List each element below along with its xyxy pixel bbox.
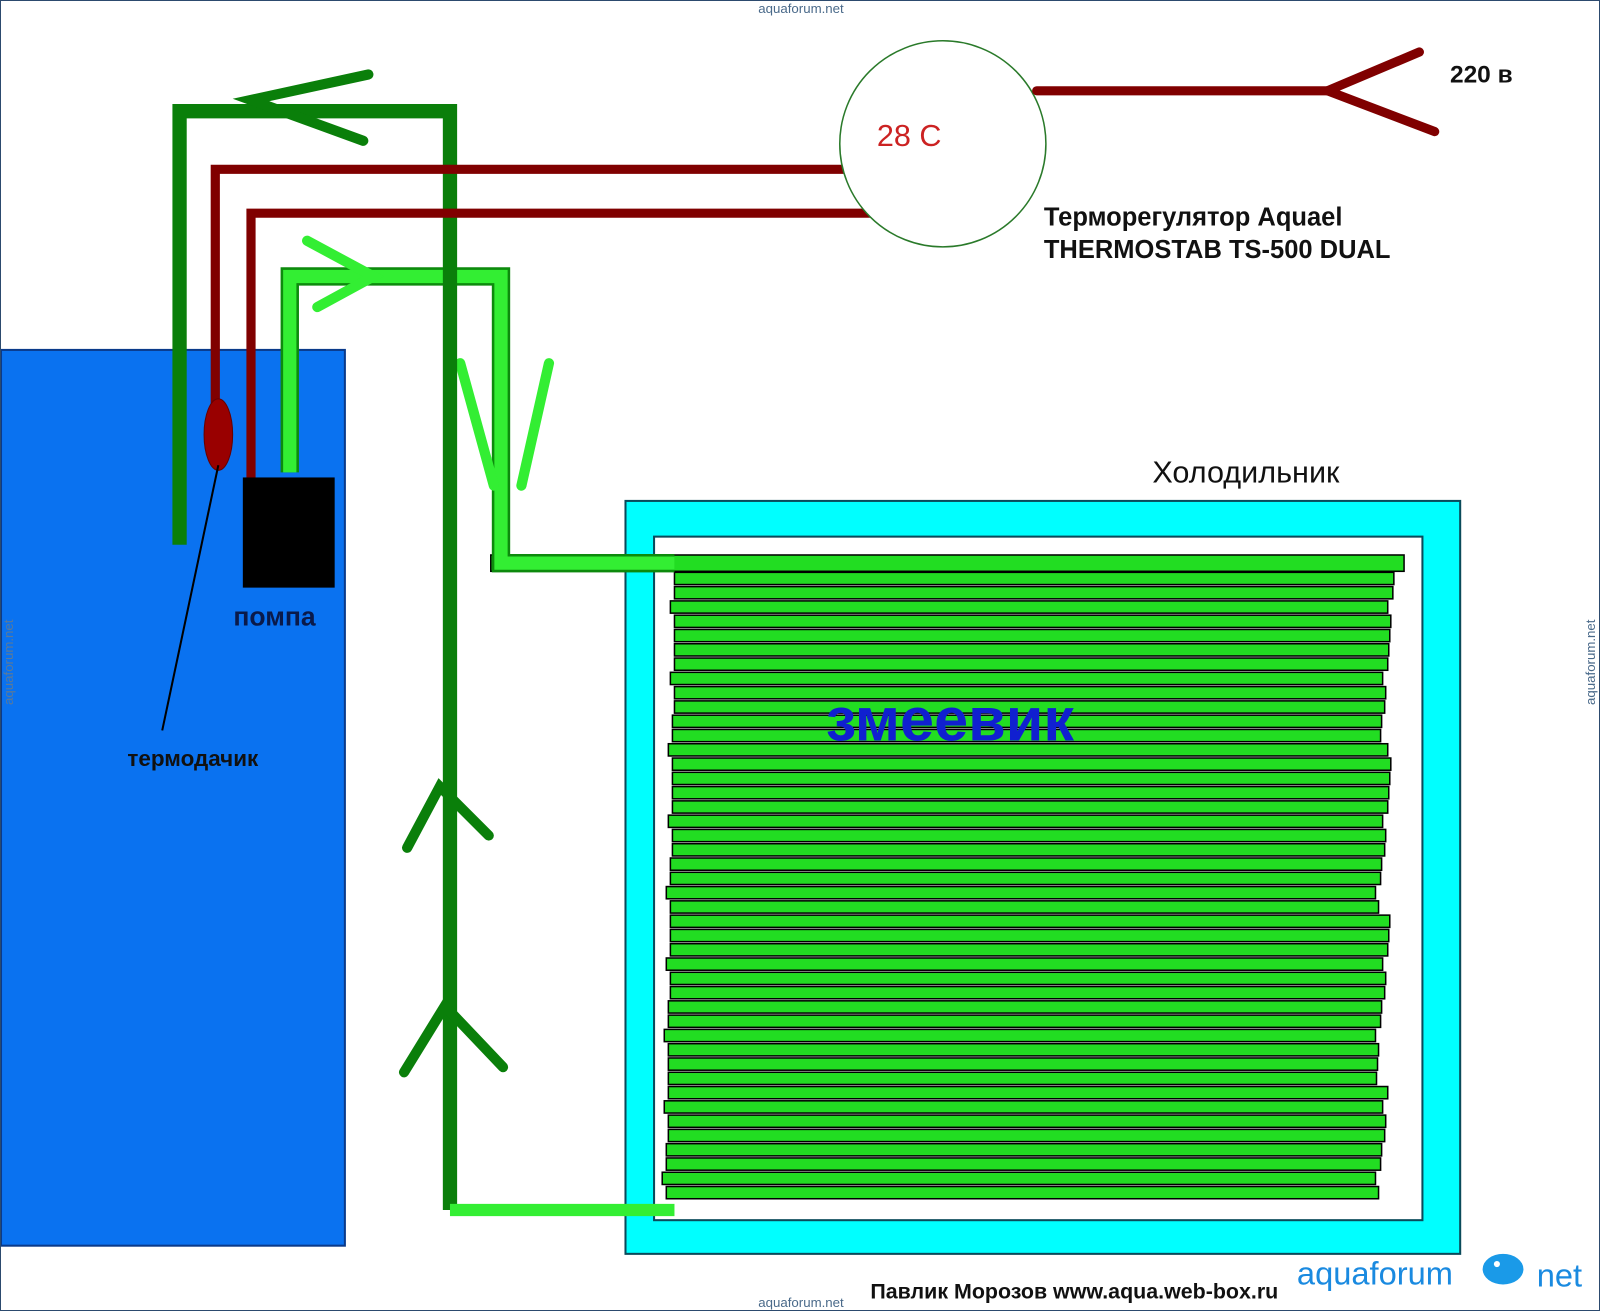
fridge-label: Холодильник	[1152, 456, 1340, 490]
coil-turn	[667, 742, 1389, 757]
flow-arrow-up-2	[398, 997, 509, 1078]
pump-label: помпа	[233, 601, 316, 631]
coil-turn	[667, 1085, 1389, 1100]
coil-turn	[667, 1128, 1386, 1143]
coil-turn	[673, 628, 1391, 643]
power-plug-icon	[1315, 47, 1440, 137]
outflow-pipe	[283, 269, 675, 570]
return-pipe	[172, 104, 458, 1210]
coil-turn	[661, 1171, 1377, 1186]
temperature-sensor	[203, 398, 234, 471]
thermostat-temp: 28 C	[877, 119, 942, 153]
coil-turn	[671, 785, 1390, 800]
coil-turn	[669, 971, 1387, 986]
coil-turn	[671, 842, 1386, 857]
coil-turn	[673, 571, 1395, 586]
coil-inlet-bar	[490, 554, 1405, 573]
sensor-wire	[210, 164, 848, 404]
coil-turn	[673, 700, 1386, 714]
coil-label: змеевик	[826, 686, 1075, 754]
coil-turn	[673, 614, 1392, 629]
logo-text: aquaforum	[1297, 1254, 1453, 1291]
coil-turn	[671, 828, 1387, 843]
coil-turn	[665, 1185, 1380, 1200]
sensor-label: термодачик	[127, 746, 259, 771]
thermostat-name-line2: THERMOSTAB TS-500 DUAL	[1044, 236, 1391, 264]
coil-turn	[671, 728, 1382, 743]
coil-turn	[669, 900, 1380, 914]
outflow-pipe-outline	[280, 267, 675, 573]
coil-turn	[667, 1114, 1387, 1129]
coil-turn	[667, 1042, 1380, 1057]
watermark-bottom: aquaforum.net	[758, 1295, 844, 1310]
coil-turn	[669, 871, 1382, 886]
coil-turn	[669, 942, 1389, 957]
coil-turn	[667, 1071, 1378, 1086]
coil-turn	[667, 814, 1384, 829]
coil-turn	[663, 1100, 1384, 1114]
coil-turn	[663, 1028, 1377, 1043]
voltage-label: 220 в	[1450, 62, 1513, 89]
author-credit: Павлик Морозов www.aqua.web-box.ru	[870, 1280, 1278, 1304]
coil-turn	[673, 642, 1390, 657]
coil-turn	[669, 857, 1383, 872]
flow-arrow-right	[302, 235, 385, 313]
coil-turn	[665, 1157, 1382, 1171]
coil-turn	[669, 671, 1384, 686]
flow-arrow-down-left	[455, 358, 499, 491]
flow-arrow-down-right	[516, 358, 555, 491]
coil-turn	[665, 957, 1384, 971]
coil-turn	[667, 1057, 1379, 1071]
watermark-top: aquaforum.net	[758, 1, 844, 16]
fish-logo-icon	[1482, 1253, 1524, 1285]
coil-turn	[671, 757, 1392, 772]
watermark-right: aquaforum.net	[1583, 619, 1598, 705]
coil-turn	[669, 914, 1391, 929]
coil-turn	[669, 600, 1389, 614]
coil-turn	[671, 800, 1389, 814]
coil-turn	[667, 1014, 1382, 1029]
flow-arrow-left	[232, 69, 374, 146]
coil-turn	[665, 885, 1377, 900]
thermostat-name-line1: Терморегулятор Aquael	[1044, 203, 1343, 231]
logo-net: net	[1537, 1256, 1582, 1293]
coil-turn	[671, 714, 1383, 729]
coil-turn	[669, 928, 1390, 943]
coil-turn	[667, 1000, 1383, 1014]
coil	[490, 554, 1405, 1200]
pump	[242, 477, 335, 588]
coil-turn	[673, 685, 1387, 700]
watermark-left: aquaforum.net	[1, 619, 16, 705]
pump-wire	[246, 208, 874, 479]
coil-turn	[669, 985, 1386, 1000]
coil-turn	[671, 771, 1391, 786]
sensor-pointer	[161, 464, 220, 731]
flow-arrow-up-1	[402, 778, 494, 853]
coil-turn	[665, 1142, 1383, 1157]
coil-turn	[673, 585, 1394, 600]
coil-turn	[673, 657, 1389, 672]
thermostat	[839, 40, 1047, 248]
